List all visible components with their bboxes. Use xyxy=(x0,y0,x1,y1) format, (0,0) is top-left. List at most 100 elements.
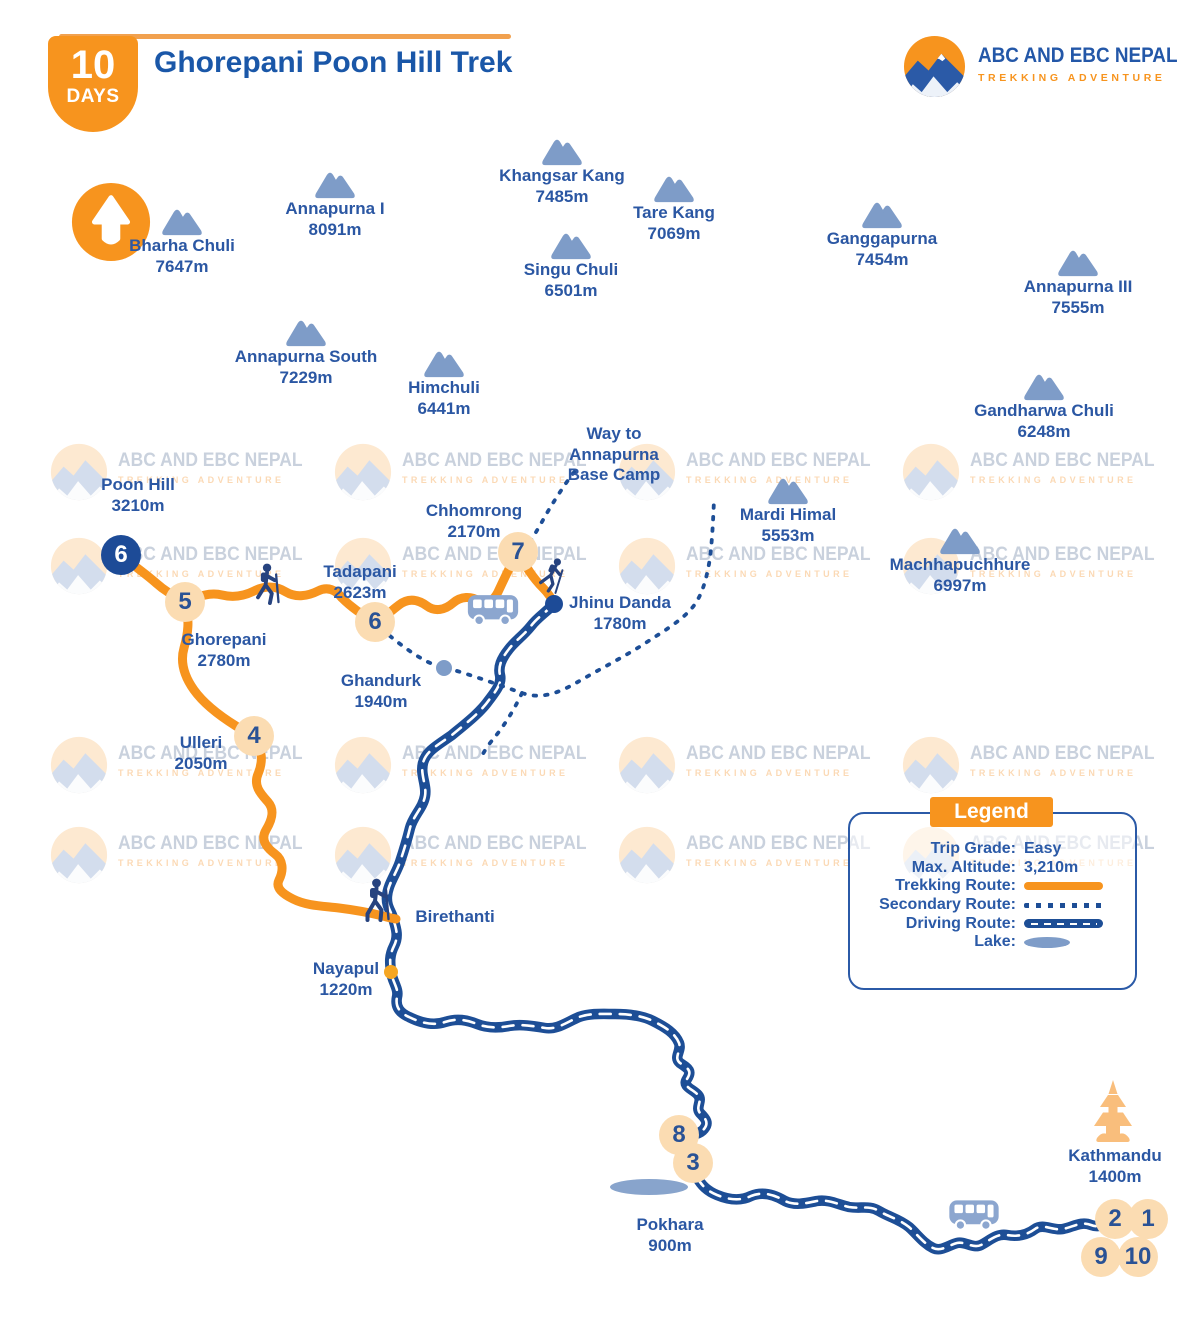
legend-row-label: Driving Route: xyxy=(905,914,1016,932)
legend-row: Secondary Route: xyxy=(848,896,1133,915)
legend-swatch-dotted xyxy=(1024,902,1103,908)
place-label-line: 2623m xyxy=(333,582,387,602)
place-label-line: 2780m xyxy=(197,650,251,670)
waypoint-marker: 10 xyxy=(1118,1237,1158,1277)
place-label-line: Annapurna xyxy=(569,444,659,464)
legend-row-value xyxy=(1024,919,1103,929)
mountain-marker: Khangsar Kang 7485m xyxy=(452,135,672,207)
mountain-marker: Himchuli 6441m xyxy=(334,347,554,419)
place-label-line: Chhomrong xyxy=(425,501,523,520)
mountain-marker: Gandharwa Chuli 6248m xyxy=(934,370,1154,442)
mountain-name: Annapurna South xyxy=(234,347,378,366)
mountain-icon xyxy=(310,168,360,199)
place-label-line: Ulleri xyxy=(179,733,223,752)
mountain-icon xyxy=(1056,246,1100,277)
lake-shape xyxy=(610,1179,688,1195)
waypoint-marker: 5 xyxy=(165,582,205,622)
page-title: Ghorepani Poon Hill Trek xyxy=(154,46,513,79)
mountain-icon xyxy=(549,229,593,260)
legend-title: Legend xyxy=(930,797,1053,827)
legend-row-label: Secondary Route: xyxy=(879,896,1016,914)
mountain-marker: Singu Chuli 6501m xyxy=(461,229,681,301)
secondary-route-chhomrong-abc xyxy=(528,469,577,544)
legend-swatch-lake xyxy=(1024,936,1070,948)
logo-name: ABC AND EBC NEPAL xyxy=(978,44,1178,67)
village-dot xyxy=(384,965,398,979)
mountain-name: Ganggapurna xyxy=(826,229,938,248)
mountain-name: Annapurna III xyxy=(1023,277,1133,296)
place-label-line: 1780m xyxy=(593,613,647,633)
legend-row-value xyxy=(1024,882,1103,891)
mountain-marker: Annapurna I 8091m xyxy=(225,168,445,240)
company-logo: ABC AND EBC NEPAL TREKKING ADVENTURE xyxy=(903,35,1200,98)
place-label-line: Poon Hill xyxy=(101,475,175,494)
place-label-line: 1400m xyxy=(1088,1166,1142,1186)
mountain-name: Singu Chuli xyxy=(523,260,619,279)
mountain-name: Khangsar Kang xyxy=(499,166,625,185)
legend-row-label: Trekking Route: xyxy=(895,877,1016,895)
mountain-icon xyxy=(159,205,205,236)
place-label-line: Pokhara xyxy=(636,1215,704,1234)
place-label-line: Kathmandu xyxy=(1068,1146,1162,1165)
mountain-name: Machhapuchhure xyxy=(889,555,1031,574)
place-label-line: Birethanti xyxy=(415,907,495,926)
mountain-elevation: 6441m xyxy=(417,398,471,418)
legend-swatch-drive xyxy=(1024,919,1103,929)
mountain-icon xyxy=(1022,370,1066,401)
legend-row-value xyxy=(1024,936,1070,948)
hiker-descending-icon xyxy=(529,552,574,602)
mountain-marker: Annapurna III 7555m xyxy=(968,246,1188,318)
mountain-name: Mardi Himal xyxy=(739,505,837,524)
mountain-icon xyxy=(539,135,585,166)
village-dot xyxy=(545,595,563,613)
place-label-line: 900m xyxy=(648,1235,692,1255)
mountain-icon xyxy=(859,198,905,229)
place-label-line: 1220m xyxy=(319,979,373,999)
legend-row-value: 3,210m xyxy=(1024,858,1079,876)
waypoint-marker: 9 xyxy=(1081,1237,1121,1277)
legend-row-label: Lake: xyxy=(974,933,1016,951)
mountain-marker: Annapurna South 7229m xyxy=(196,316,416,388)
mountain-icon xyxy=(938,524,982,555)
mountain-name: Bharha Chuli xyxy=(129,236,235,255)
legend-row-label: Trip Grade: xyxy=(930,840,1016,858)
legend-row: Trip Grade: Easy xyxy=(848,840,1133,859)
mountain-name: Tare Kang xyxy=(633,203,715,222)
mountain-elevation: 8091m xyxy=(308,219,362,239)
waypoint-marker: 4 xyxy=(234,716,274,756)
legend-box xyxy=(848,812,1137,990)
place-label-line: 2050m xyxy=(174,753,228,773)
place-label-line: Base Camp xyxy=(567,465,661,484)
village-dot xyxy=(436,660,452,676)
waypoint-marker: 6 xyxy=(101,535,141,575)
place-label-line: Way to xyxy=(586,424,642,443)
waypoint-marker: 6 xyxy=(355,602,395,642)
legend-row: Max. Altitude: 3,210m xyxy=(848,859,1133,878)
header-accent-line xyxy=(59,34,511,39)
legend-swatch-trek xyxy=(1024,882,1103,891)
mountain-elevation: 6248m xyxy=(1017,421,1071,441)
north-arrow-icon xyxy=(70,181,152,268)
days-number: 10 xyxy=(70,43,116,87)
mountain-elevation: 7454m xyxy=(855,249,909,269)
mountain-elevation: 7647m xyxy=(155,256,209,276)
mountain-elevation: 7229m xyxy=(279,367,333,387)
logo-tagline: TREKKING ADVENTURE xyxy=(978,72,1166,84)
place-label-line: Tadapani xyxy=(323,562,397,581)
mountain-marker: Machhapuchhure 6997m xyxy=(850,524,1070,596)
mountain-name: Annapurna I xyxy=(285,199,385,218)
legend-row: Driving Route: xyxy=(848,914,1133,933)
mountain-elevation: 6501m xyxy=(544,280,598,300)
mountain-elevation: 6997m xyxy=(933,575,987,595)
logo-mountain-icon xyxy=(903,35,966,98)
hiker-icon xyxy=(359,878,396,927)
bus-icon xyxy=(467,590,519,633)
